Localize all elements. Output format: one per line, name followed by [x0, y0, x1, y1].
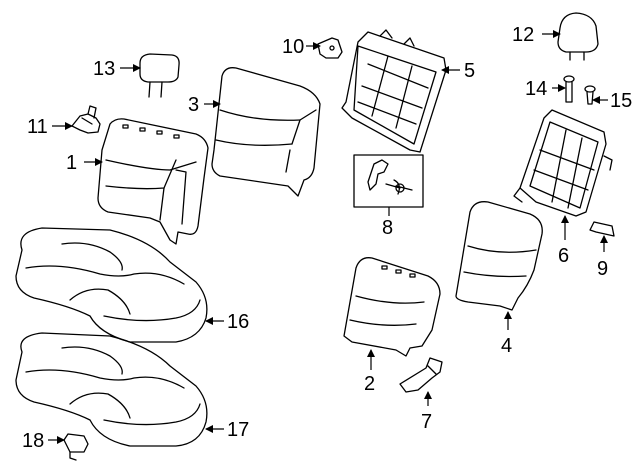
seat-back-trim-3-part: [211, 67, 321, 197]
callout-13: 13: [93, 58, 115, 80]
callout-12: 12: [512, 24, 534, 46]
seat-back-trim-2-part: [343, 257, 441, 357]
callout-4: 4: [501, 335, 512, 357]
bolt-14-part: [563, 75, 575, 103]
callout-5: 5: [464, 60, 475, 82]
callout-10: 10: [282, 36, 304, 58]
hook-bracket-7-part: [399, 357, 443, 393]
callout-15: 15: [610, 90, 632, 112]
clip-15-part: [584, 85, 596, 105]
seat-back-trim-1-part: [97, 118, 209, 245]
callout-11: 11: [27, 116, 48, 138]
headrest-small-part: [139, 53, 180, 98]
callout-1: 1: [66, 152, 77, 174]
seat-back-frame-6-part: [513, 109, 613, 217]
callout-2: 2: [364, 373, 375, 395]
callout-7: 7: [421, 411, 432, 433]
seat-back-trim-4-part: [455, 201, 543, 311]
bracket-11-part: [71, 105, 101, 134]
callout-17: 17: [227, 419, 249, 441]
callout-18: 18: [22, 430, 44, 452]
headrest-large-part: [557, 12, 599, 61]
hook-bolt-kit-8-part: [353, 154, 424, 208]
clip-9-part: [589, 221, 615, 237]
seat-cushion-17-part: [15, 332, 208, 447]
bracket-10-part: [317, 37, 343, 59]
callout-9: 9: [597, 258, 608, 280]
clip-18-part: [63, 433, 89, 461]
callout-3: 3: [188, 94, 199, 116]
callout-14: 14: [525, 78, 547, 100]
seat-back-frame-5-part: [341, 29, 447, 153]
callout-6: 6: [558, 245, 569, 267]
callout-8: 8: [382, 217, 393, 239]
seat-cushion-16-part: [15, 227, 208, 343]
callout-16: 16: [227, 311, 249, 333]
